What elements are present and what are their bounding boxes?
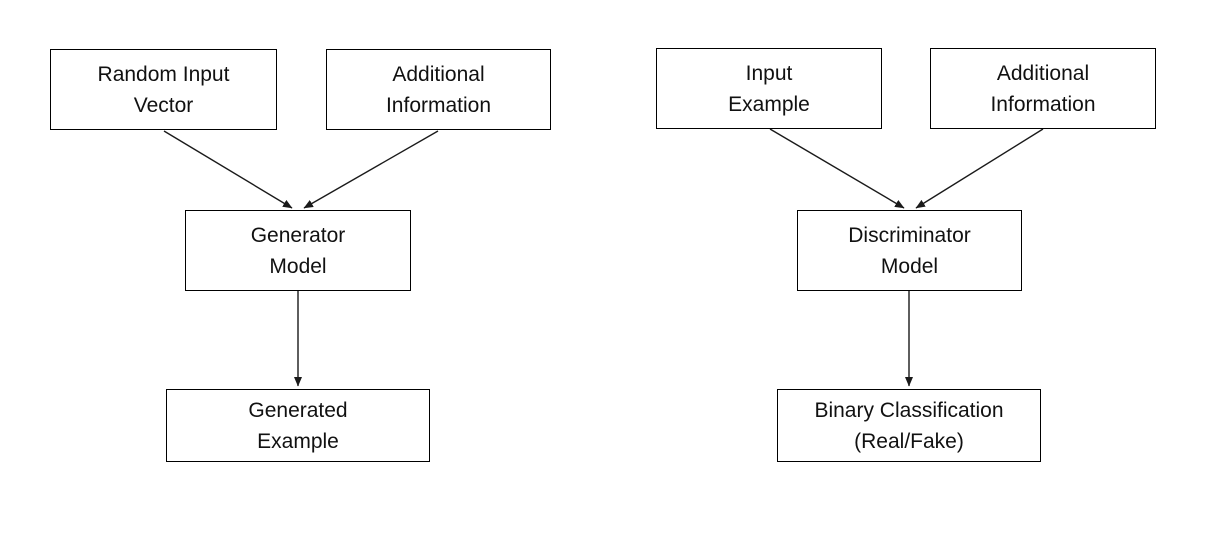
node-label-line: Additional: [996, 61, 1090, 85]
node-label-line: Vector: [133, 93, 194, 117]
node-input-example: Input Example: [656, 48, 882, 129]
node-label-line: Example: [728, 92, 810, 116]
node-label-line: (Real/Fake): [854, 429, 964, 453]
node-label-line: Example: [257, 429, 339, 453]
node-generator-model: Generator Model: [185, 210, 411, 291]
node-label-line: Information: [990, 92, 1096, 116]
node-label-line: Generator: [250, 223, 346, 247]
node-additional-information-left: Additional Information: [326, 49, 551, 130]
node-label-line: Generated: [248, 398, 348, 422]
node-label-line: Model: [880, 254, 939, 278]
node-label-line: Additional: [392, 62, 485, 86]
node-additional-information-right: Additional Information: [930, 48, 1156, 129]
node-label-line: Discriminator: [848, 223, 971, 247]
node-discriminator-model: Discriminator Model: [797, 210, 1022, 291]
arrow-random-input-to-generator: [163, 130, 293, 209]
node-binary-classification: Binary Classification (Real/Fake): [777, 389, 1041, 462]
arrow-input-example-to-discriminator: [769, 128, 905, 209]
node-label-line: Input: [745, 61, 793, 85]
arrow-additional-info-to-generator: [303, 130, 439, 209]
node-label-line: Binary Classification: [814, 398, 1004, 422]
node-label-line: Model: [269, 254, 327, 278]
node-label-line: Random Input: [97, 62, 230, 86]
node-generated-example: Generated Example: [166, 389, 430, 462]
arrow-additional-info-to-discriminator: [915, 128, 1044, 209]
node-random-input-vector: Random Input Vector: [50, 49, 277, 130]
node-label-line: Information: [385, 93, 492, 117]
